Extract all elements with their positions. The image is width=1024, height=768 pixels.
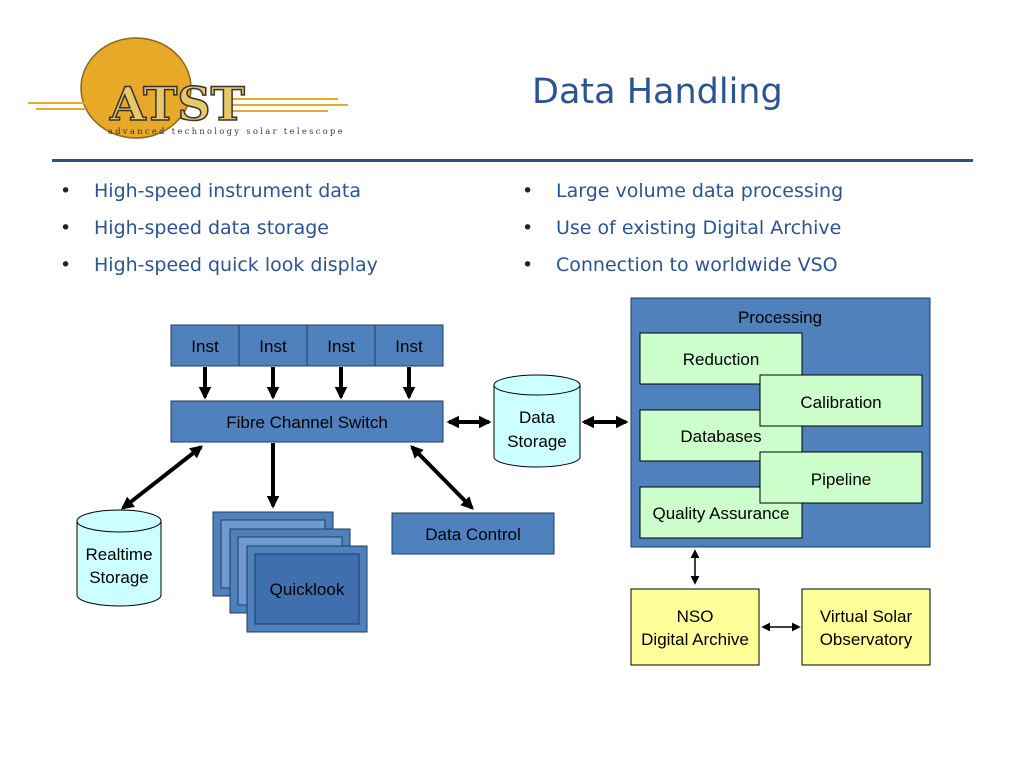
pipeline-box <box>759 451 923 504</box>
data-control-box: Data Control <box>391 512 555 555</box>
reduction-box <box>639 332 803 385</box>
pipeline-label: Pipeline <box>811 470 872 489</box>
realtime-storage-label: Storage <box>89 568 149 587</box>
reduction-label: Reduction <box>683 350 760 369</box>
quicklook-displays: Quicklook <box>212 511 368 633</box>
vso-box: Virtual Solar Observatory <box>801 588 931 666</box>
inst-box: Inst <box>238 324 308 367</box>
calibration-label: Calibration <box>800 393 881 412</box>
bullet-list-left: High-speed instrument data High-speed da… <box>54 178 378 289</box>
processing-title: Processing <box>738 308 822 327</box>
inst-label: Inst <box>191 337 219 356</box>
inst-label: Inst <box>395 337 423 356</box>
data-storage-label: Data <box>519 408 555 427</box>
data-control-label: Data Control <box>425 525 520 544</box>
realtime-storage-cylinder: Realtime Storage <box>76 509 162 607</box>
inst-box: Inst <box>374 324 444 367</box>
bullet-item: High-speed instrument data <box>54 178 378 215</box>
bullet-item: High-speed data storage <box>54 215 378 252</box>
quality-assurance-label: Quality Assurance <box>652 504 789 523</box>
nso-label: Digital Archive <box>641 630 749 649</box>
bullet-item: Large volume data processing <box>516 178 843 215</box>
slide-title: Data Handling <box>532 72 783 112</box>
inst-label: Inst <box>259 337 287 356</box>
inst-box: Inst <box>170 324 240 367</box>
atst-logo: ATST advanced technology solar telescope <box>28 37 348 139</box>
inst-box: Inst <box>306 324 376 367</box>
vso-label: Virtual Solar <box>820 607 913 626</box>
bullet-item: Connection to worldwide VSO <box>516 252 843 289</box>
double-arrow <box>410 445 474 510</box>
bullet-item: High-speed quick look display <box>54 252 378 289</box>
databases-label: Databases <box>680 427 761 446</box>
realtime-storage-label: Realtime <box>85 545 152 564</box>
nso-digital-archive-box: NSO Digital Archive <box>630 588 760 666</box>
nso-label: NSO <box>677 607 714 626</box>
bullet-list-right: Large volume data processing Use of exis… <box>516 178 843 289</box>
data-storage-label: Storage <box>507 432 567 451</box>
inst-label: Inst <box>327 337 355 356</box>
calibration-box <box>759 374 923 427</box>
processing-container: Processing Reduction Databases Quality A… <box>630 297 931 548</box>
title-divider <box>52 159 973 162</box>
fibre-channel-switch: Fibre Channel Switch <box>170 400 444 443</box>
double-arrow <box>120 445 204 510</box>
vso-label: Observatory <box>820 630 913 649</box>
logo-tagline: advanced technology solar telescope <box>108 126 345 136</box>
bullet-item: Use of existing Digital Archive <box>516 215 843 252</box>
logo-text: ATST <box>109 77 245 131</box>
quicklook-label: Quicklook <box>270 580 345 599</box>
data-storage-cylinder: Data Storage <box>493 374 581 468</box>
fibre-switch-label: Fibre Channel Switch <box>226 413 388 432</box>
